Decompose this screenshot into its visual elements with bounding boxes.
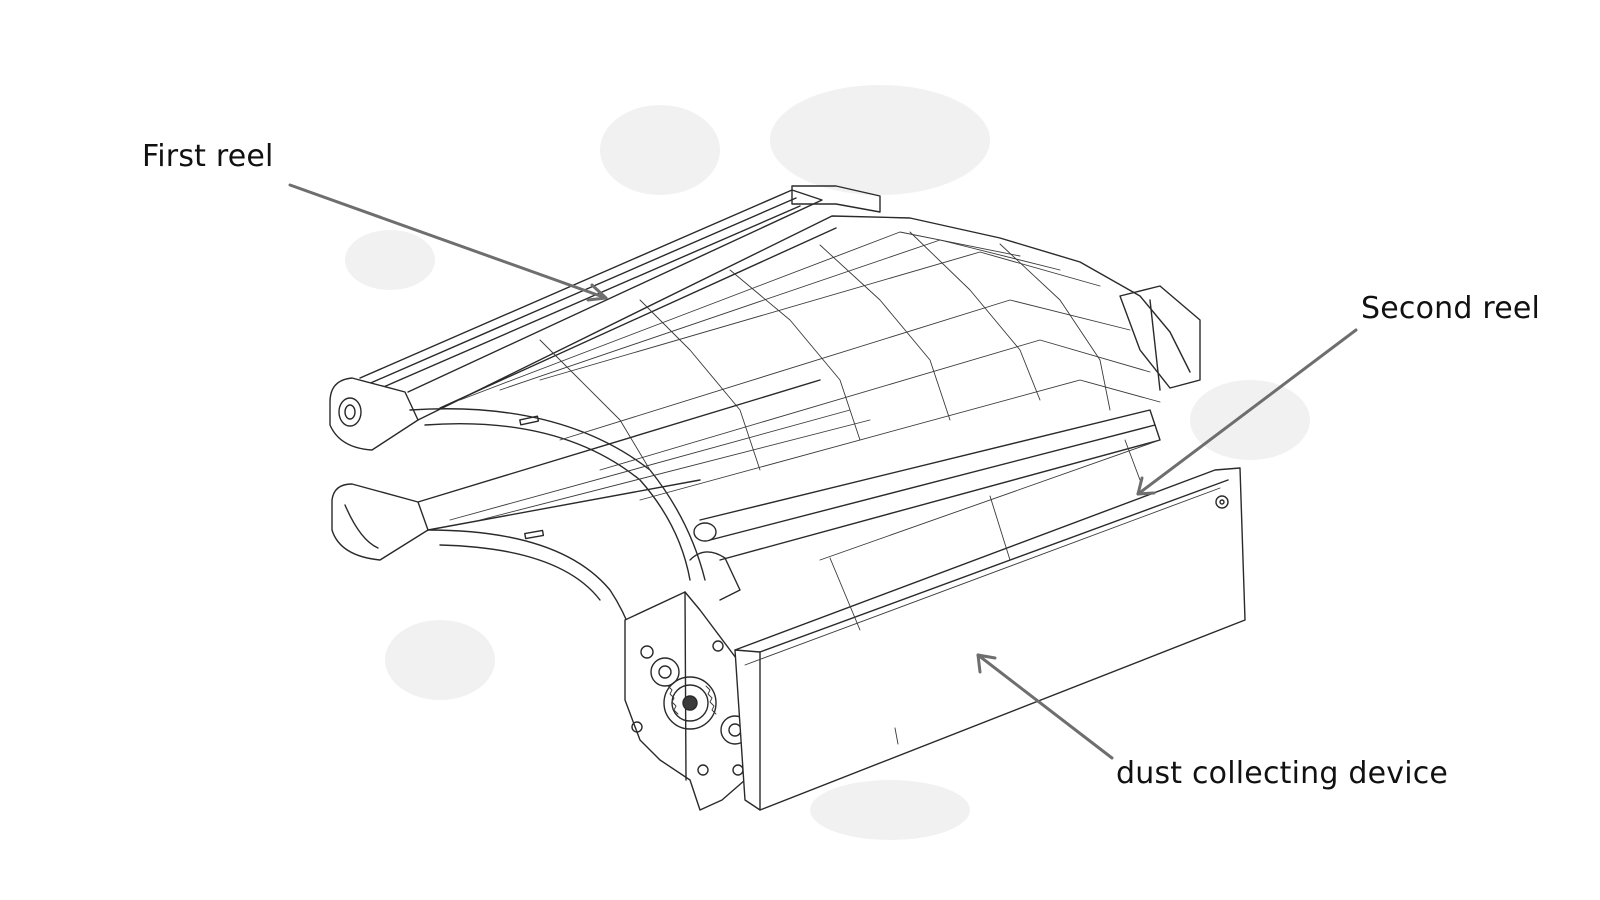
gear-side-plate <box>624 522 750 811</box>
label-second-reel: Second reel <box>1361 291 1541 326</box>
leader-dust-collecting-device <box>976 653 1114 760</box>
leader-second-reel <box>1136 328 1358 496</box>
dust-collecting-device <box>734 439 1246 811</box>
label-dust-collecting-device: dust collecting device <box>1116 756 1449 791</box>
leader-first-reel <box>288 183 608 302</box>
background-shadow <box>345 85 1310 840</box>
label-first-reel: First reel <box>142 139 274 174</box>
lower-frame <box>331 379 871 661</box>
upper-frame <box>329 185 1201 581</box>
